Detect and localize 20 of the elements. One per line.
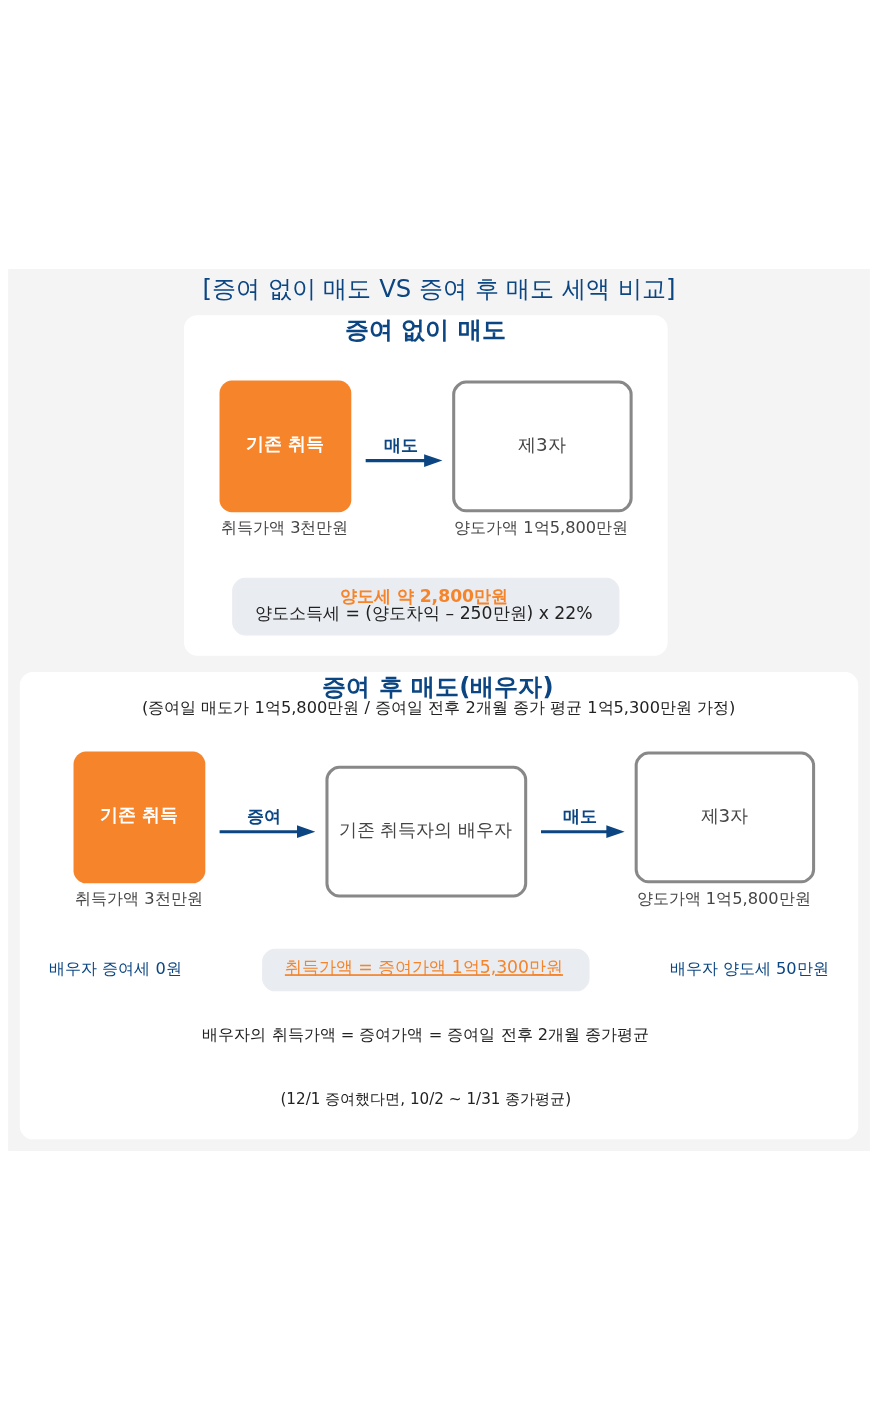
label: 배우자의 취득가액 = 증여가액 = 증여일 전후 2개월 종가평균 <box>202 1024 650 1044</box>
label: (12/1 증여했다면, 10/2 ~ 1/31 종가평균) <box>280 1089 572 1108</box>
node-label: 양도가액 1억5,800만원 <box>636 888 811 908</box>
node-box: 기존 취득자의 배우자 <box>325 765 528 898</box>
label: 배우자 양도세 50만원 <box>669 958 829 978</box>
arrow <box>541 824 625 838</box>
edge-label: 매도 <box>562 805 597 826</box>
node-box: 기존 취득 <box>73 751 206 883</box>
arrow <box>219 824 316 838</box>
node-box: 제3자 <box>634 751 816 883</box>
node-label: 취득가액 3천만원 <box>221 517 349 537</box>
edge-label: 매도 <box>384 434 418 455</box>
diagram-title: [증여 없이 매도 VS 증여 후 매도 세액 비교] <box>202 273 676 303</box>
edge-label: 증여 <box>247 805 282 826</box>
node-label: 취득가액 3천만원 <box>75 888 203 908</box>
node-label: 양도가액 1억5,800만원 <box>454 517 629 537</box>
node-box: 제3자 <box>452 380 633 512</box>
label: 배우자 증여세 0원 <box>49 958 182 978</box>
arrow <box>365 453 443 467</box>
node-box: 기존 취득 <box>219 380 352 512</box>
